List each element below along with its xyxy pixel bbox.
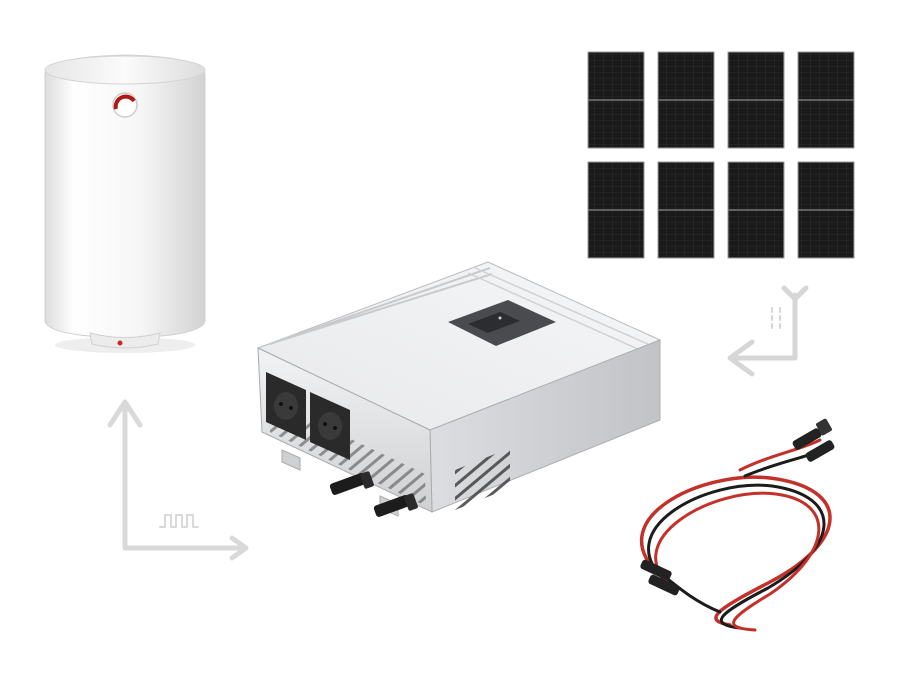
mc4-connector-positive <box>329 471 374 495</box>
heater-top-cap <box>44 55 206 85</box>
solar-panel <box>797 51 855 149</box>
ac-socket-right <box>310 392 350 460</box>
mc4-connector-negative <box>373 493 418 517</box>
solar-panel <box>797 161 855 259</box>
dc-input-arrow-icon <box>727 285 809 377</box>
solar-inverter-device <box>256 261 662 517</box>
solar-panel-array <box>587 51 855 259</box>
inverter-display-panel <box>448 300 556 346</box>
thermometer-gauge-icon <box>112 92 138 118</box>
heater-bottom-cap <box>89 332 161 349</box>
solar-panel <box>727 51 785 149</box>
solar-panel <box>657 51 715 149</box>
solar-panel <box>587 161 645 259</box>
ac-socket-left <box>266 372 306 440</box>
solar-panel <box>657 161 715 259</box>
solar-panel <box>587 51 645 149</box>
water-heater <box>44 54 206 353</box>
mc4-cable-connector-top <box>792 418 835 462</box>
solar-extension-cables <box>639 438 832 632</box>
heater-indicator-light <box>117 340 123 346</box>
ac-output-arrow-icon <box>107 399 249 561</box>
mc4-cable-connector-bottom <box>640 559 680 596</box>
pulse-waveform-icon <box>159 514 199 528</box>
solar-panel <box>727 161 785 259</box>
